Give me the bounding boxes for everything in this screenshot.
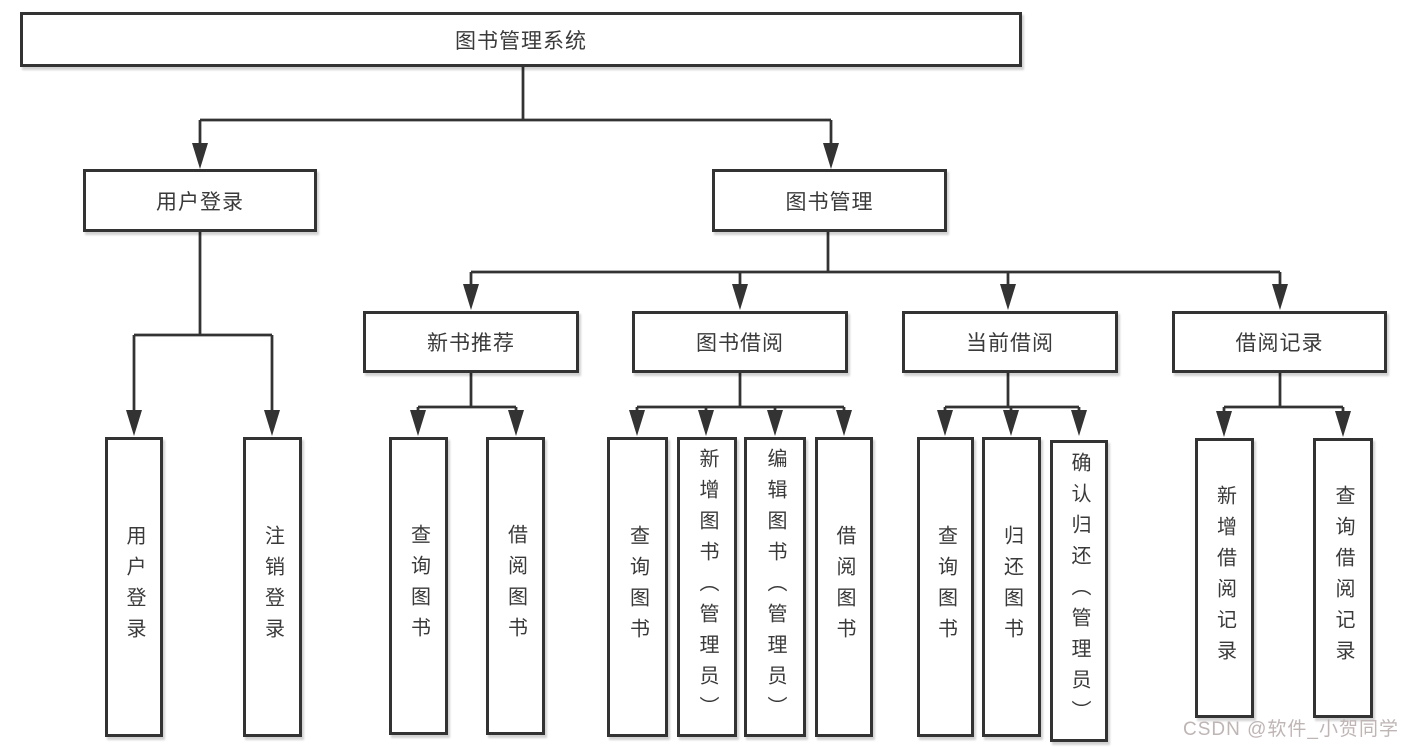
leaf-query-books-borrow: 查询图书 — [607, 437, 668, 737]
leaf-confirm-return-admin: 确认归还（管理员） — [1050, 440, 1108, 742]
leaf-borrow-books-recommend: 借阅图书 — [486, 437, 545, 735]
node-new-book-recommendation: 新书推荐 — [363, 311, 579, 373]
arrowheads — [126, 143, 1351, 437]
leaf-query-books-recommend: 查询图书 — [389, 437, 448, 735]
leaf-user-login: 用户登录 — [105, 437, 163, 737]
node-book-management: 图书管理 — [712, 169, 947, 232]
leaf-query-books-current: 查询图书 — [917, 437, 974, 737]
node-user-login: 用户登录 — [83, 169, 317, 232]
node-library-system: 图书管理系统 — [20, 12, 1022, 67]
leaf-return-book: 归还图书 — [982, 437, 1041, 737]
node-current-borrowing: 当前借阅 — [902, 311, 1118, 373]
leaf-add-borrow-record: 新增借阅记录 — [1195, 438, 1254, 718]
leaf-borrow-books-2: 借阅图书 — [815, 437, 873, 737]
leaf-query-borrow-record: 查询借阅记录 — [1313, 438, 1373, 718]
csdn-watermark: CSDN @软件_小贺同学 — [1183, 719, 1399, 740]
leaf-logout-login: 注销登录 — [243, 437, 302, 737]
node-book-borrowing: 图书借阅 — [632, 311, 848, 373]
leaf-edit-book-admin: 编辑图书（管理员） — [744, 437, 806, 737]
leaf-add-book-admin: 新增图书（管理员） — [677, 437, 737, 737]
node-borrowing-records: 借阅记录 — [1172, 311, 1387, 373]
